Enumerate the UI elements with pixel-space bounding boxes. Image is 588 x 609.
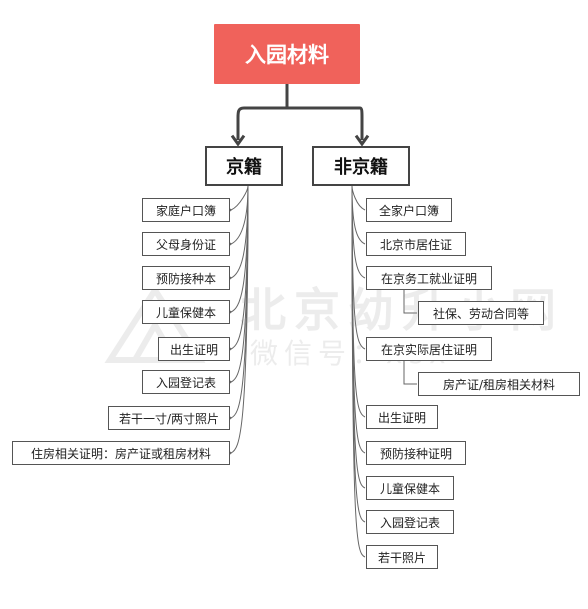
sub-item-connector [403, 361, 417, 385]
non-beijing-item: 在京务工就业证明 [366, 266, 492, 290]
non-beijing-item: 预防接种证明 [366, 441, 466, 465]
beijing-item-connector [230, 185, 249, 454]
non-beijing-item: 儿童保健本 [366, 476, 454, 500]
non-beijing-item: 若干照片 [366, 545, 438, 569]
root-connector [244, 84, 360, 110]
connector-to-non-beijing [359, 106, 364, 140]
non-beijing-item: 在京实际居住证明 [366, 337, 492, 361]
category-non-beijing: 非京籍 [312, 146, 410, 186]
beijing-item: 住房相关证明：房产证或租房材料 [12, 441, 230, 465]
non-beijing-item-connector [351, 185, 366, 279]
connector-to-beijing [236, 106, 245, 140]
beijing-item: 父母身份证 [142, 232, 230, 256]
non-beijing-item: 全家户口簿 [366, 198, 452, 222]
arrow-to-beijing [230, 134, 246, 147]
non-beijing-sub-item: 社保、劳动合同等 [418, 301, 544, 325]
beijing-item-connector [230, 185, 249, 245]
beijing-item-connector [230, 185, 249, 211]
beijing-item: 儿童保健本 [142, 300, 230, 324]
non-beijing-sub-item: 房产证/租房相关材料 [418, 372, 580, 396]
sub-item-connector [403, 290, 417, 314]
beijing-item: 家庭户口簿 [142, 198, 230, 222]
non-beijing-item-connector [351, 185, 366, 558]
non-beijing-item: 出生证明 [366, 405, 438, 429]
non-beijing-item-connector [351, 185, 366, 350]
non-beijing-item-connector [351, 185, 366, 211]
arrow-to-non-beijing [354, 134, 370, 147]
beijing-item: 入园登记表 [142, 370, 230, 394]
non-beijing-item: 入园登记表 [366, 510, 454, 534]
beijing-item: 出生证明 [158, 337, 230, 361]
non-beijing-item: 北京市居住证 [366, 232, 466, 256]
beijing-item: 若干一寸/两寸照片 [108, 406, 230, 430]
category-beijing: 京籍 [205, 146, 283, 186]
beijing-item: 预防接种本 [142, 266, 230, 290]
root-node: 入园材料 [214, 24, 360, 84]
